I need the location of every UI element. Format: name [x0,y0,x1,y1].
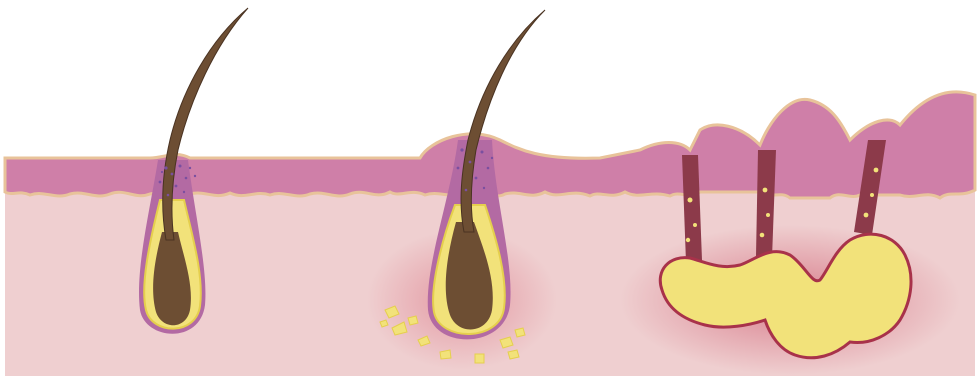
skin-cross-section-figure [0,0,980,381]
skin-diagram-svg [0,0,980,381]
